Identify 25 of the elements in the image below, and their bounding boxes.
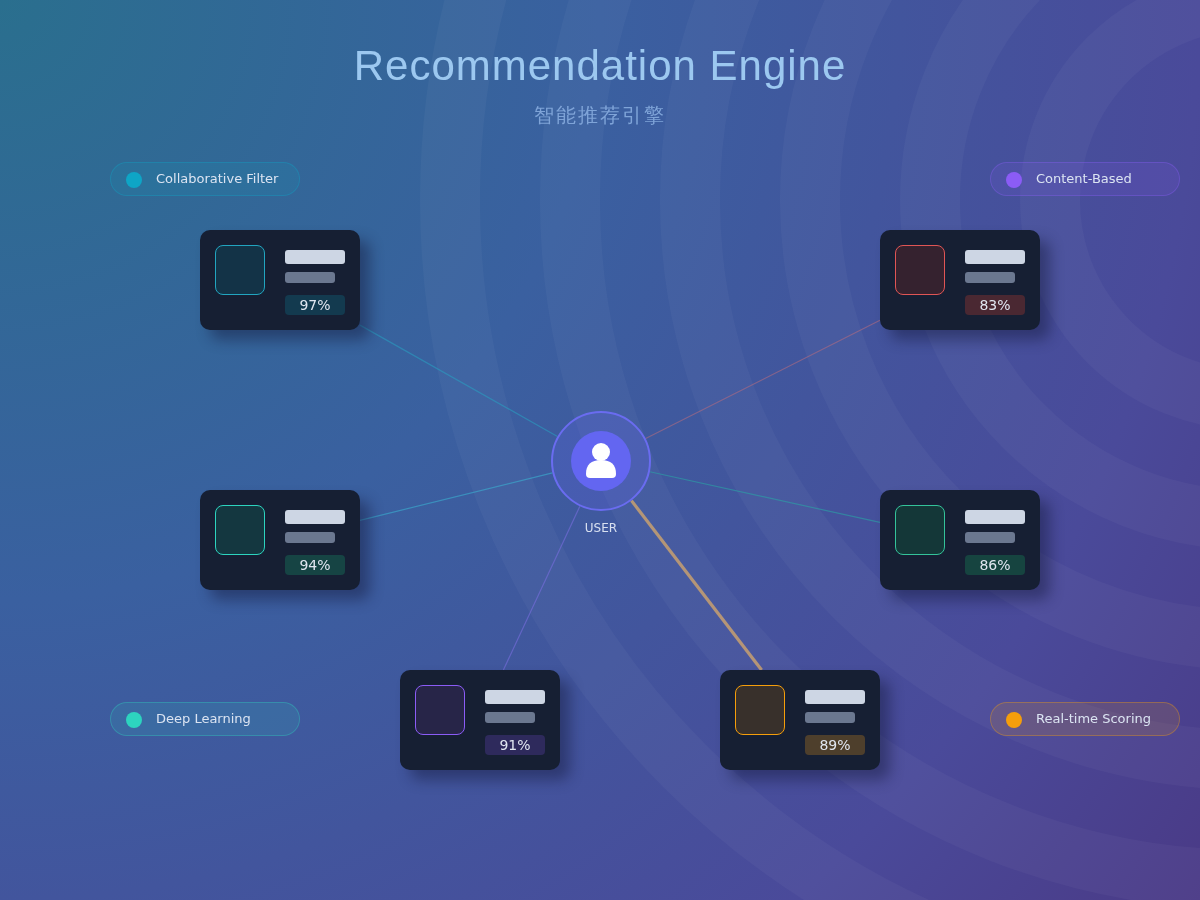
connector-line (645, 319, 881, 440)
match-score: 86% (965, 555, 1025, 575)
match-score: 83% (965, 295, 1025, 315)
recommendation-card (880, 230, 1040, 330)
recommendation-card (200, 230, 360, 330)
match-score: 94% (285, 555, 345, 575)
subtitle: 智能推荐引擎 (533, 102, 667, 129)
match-score: 97% (285, 295, 345, 315)
legend-label: Collaborative Filter (156, 171, 279, 186)
recommendation-card (200, 490, 360, 590)
recommendation-card (880, 490, 1040, 590)
legend-label: Deep Learning (156, 711, 251, 726)
connector-line (502, 505, 581, 671)
match-score: 89% (805, 735, 865, 755)
connector-line (359, 472, 554, 521)
recommendation-card (400, 670, 560, 770)
recommendation-card (720, 670, 880, 770)
legend-label: Real-time Scoring (1036, 711, 1152, 726)
connector-line (359, 324, 559, 438)
match-score: 91% (485, 735, 545, 755)
connector-line (630, 499, 763, 671)
connector-line (649, 471, 881, 523)
legend-label: Content-Based (1036, 171, 1132, 186)
diagram-title: Recommendation Engine (352, 42, 848, 90)
node-caption: USER (583, 521, 619, 535)
